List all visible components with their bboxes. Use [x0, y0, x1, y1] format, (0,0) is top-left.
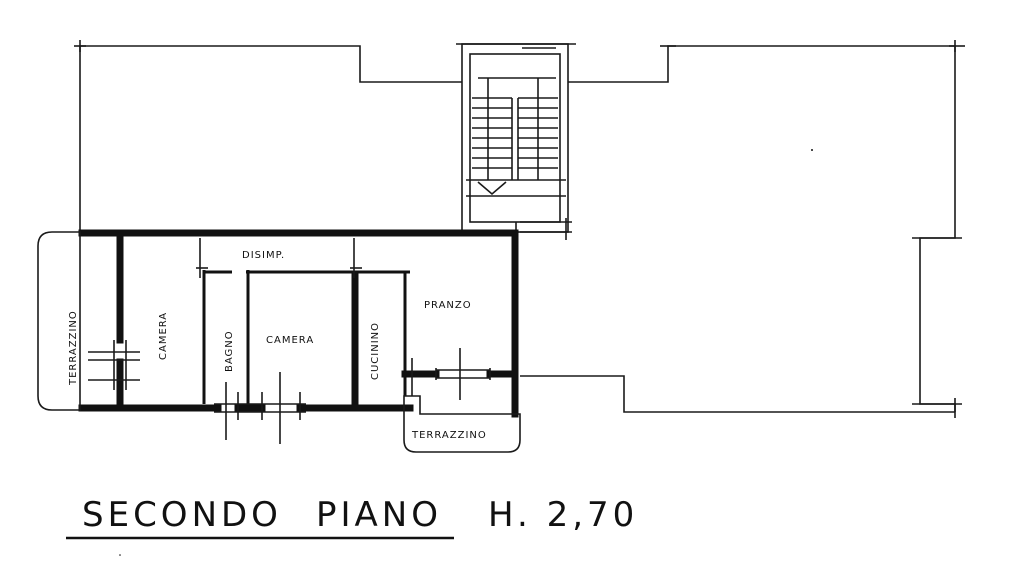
- room-label-pranzo: PRANZO: [424, 300, 472, 311]
- room-label-terrazzino-left: TERRAZZINO: [68, 310, 79, 386]
- room-label-cucinino: CUCININO: [370, 322, 381, 380]
- title-height: H. 2,70: [488, 495, 638, 535]
- title-floor: SECONDO: [82, 495, 282, 535]
- openings: [88, 238, 491, 444]
- terrazzino-bottom-outline: [403, 395, 521, 453]
- apartment-walls: [78, 229, 519, 418]
- room-label-camera-center: CAMERA: [266, 335, 314, 346]
- neighbor-building-left: [74, 40, 462, 230]
- room-label-camera-left: CAMERA: [158, 312, 169, 360]
- room-label-disimpegno: DISIMP.: [242, 250, 285, 261]
- title-block: SECONDO PIANO H. 2,70: [66, 495, 638, 556]
- room-label-terrazzino-bottom: TERRAZZINO: [411, 430, 487, 441]
- terrazzino-left-outline: [37, 231, 81, 411]
- stairwell: [456, 43, 576, 240]
- title-piano: PIANO: [316, 495, 442, 535]
- room-label-bagno: BAGNO: [224, 330, 235, 372]
- neighbor-building-right: [520, 40, 965, 418]
